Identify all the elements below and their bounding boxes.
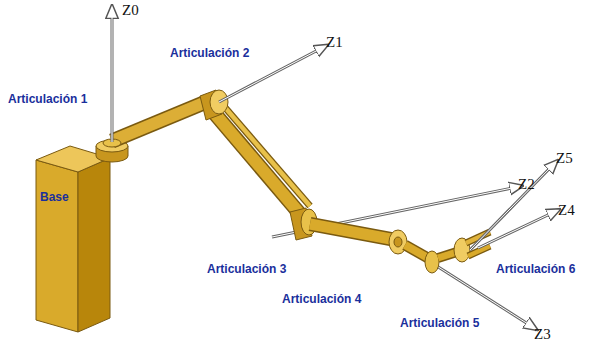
joint-label: Articulación 4 — [282, 292, 361, 306]
base-pillar — [36, 146, 110, 332]
upper-arm-part — [222, 104, 310, 206]
axis-z5-part — [470, 168, 550, 250]
wrist-link — [405, 245, 428, 258]
upper-arm-part — [210, 108, 300, 214]
forearm-part — [310, 224, 396, 240]
axis-z0 — [112, 16, 113, 142]
axis-label: Z4 — [558, 202, 575, 219]
link-1-part — [112, 102, 206, 141]
forearm — [310, 224, 396, 240]
upper-arm-part — [222, 104, 310, 206]
axis-label: Z2 — [518, 176, 535, 193]
link-1 — [103, 102, 206, 147]
joint-label: Articulación 1 — [8, 92, 87, 106]
joint-2 — [200, 90, 228, 120]
joint-label: Articulación 5 — [400, 316, 479, 330]
upper-arm-part — [210, 108, 300, 214]
axis-label: Z0 — [122, 2, 139, 19]
axis-z5 — [470, 168, 550, 250]
axis-label: Z1 — [326, 34, 343, 51]
axis-z2 — [272, 188, 512, 237]
axis-label: Z3 — [534, 326, 551, 343]
axis-z4 — [478, 214, 550, 248]
axis-z0-part — [112, 16, 113, 142]
axis-z0-part — [111, 16, 114, 142]
base-pillar-part — [78, 158, 110, 332]
link-1-part — [112, 102, 206, 141]
joint-label: Articulación 3 — [207, 262, 286, 276]
joint-label: Articulación 2 — [170, 46, 249, 60]
axis-z2-part — [272, 188, 512, 237]
base-block: Base — [40, 190, 69, 204]
wrist-link-part — [405, 245, 428, 258]
axis-z5-part — [470, 168, 550, 250]
forearm-part — [310, 224, 396, 240]
joint-4-part — [394, 237, 402, 247]
wrist-link-part — [405, 245, 428, 258]
axis-z4-part — [478, 214, 550, 248]
axis-z2-part — [272, 188, 512, 237]
axis-z4-part — [478, 214, 550, 248]
upper-arm — [210, 104, 310, 214]
base-label: Base — [40, 190, 69, 204]
axis-label: Z5 — [556, 150, 573, 167]
joint-label: Articulación 6 — [496, 262, 575, 276]
base-pillar-part — [36, 160, 78, 332]
